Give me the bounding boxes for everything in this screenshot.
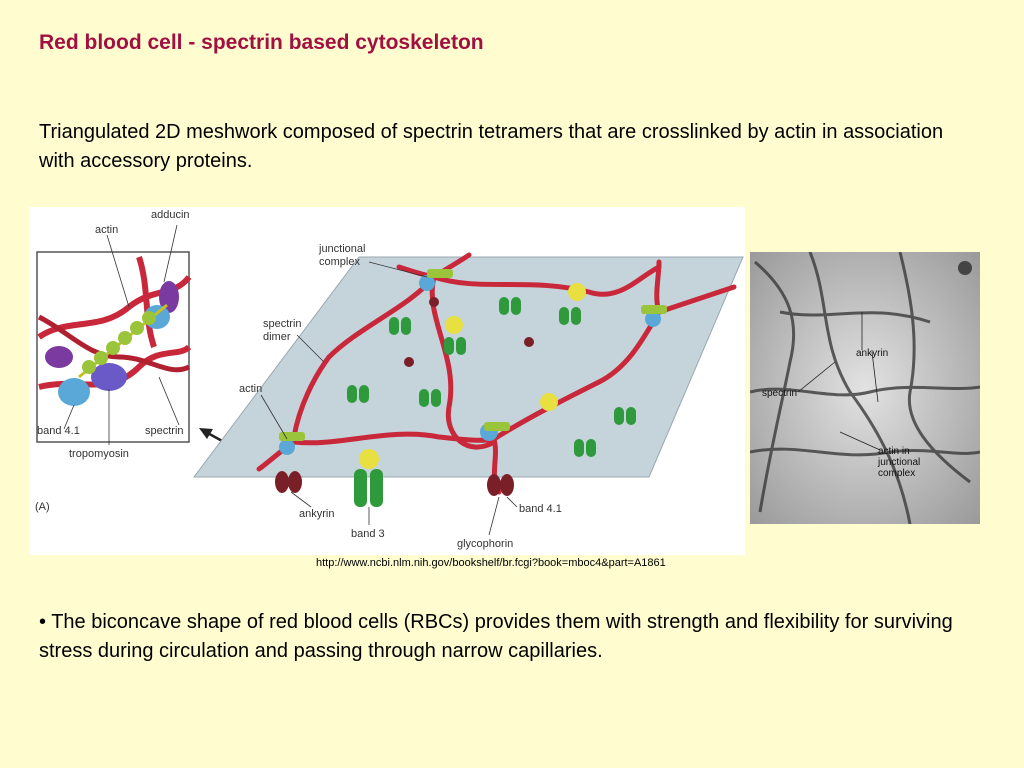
slide-title: Red blood cell - spectrin based cytoskel… [39, 31, 484, 54]
inset-adducin [159, 281, 179, 313]
accessory-proteins [359, 283, 586, 469]
label-adducin: adducin [151, 209, 190, 221]
inset-band41 [58, 378, 90, 406]
bullet-point: • The biconcave shape of red blood cells… [39, 611, 953, 662]
micro-label-actin-3: complex [878, 468, 915, 479]
inset-adducin [45, 346, 73, 368]
micro-label-actin-2: junctional [877, 457, 920, 468]
membrane-plane [193, 256, 744, 478]
junctional-complex-top [419, 269, 453, 291]
electron-micrograph: ankyrin spectrin actin in junctional com… [749, 251, 981, 525]
label-actin-main: actin [239, 383, 262, 395]
zoom-arrow-head [199, 428, 213, 439]
spectrin-meshwork-figure: adducin actin band 4.1 spectrin tropomyo… [29, 207, 745, 555]
micro-label-ankyrin: ankyrin [856, 348, 888, 359]
micrograph-filaments [749, 251, 981, 525]
label-junctional-2: complex [319, 256, 360, 268]
inset-band41 [91, 363, 127, 391]
inset-spectrin-strand [136, 256, 157, 348]
source-url[interactable]: http://www.ncbi.nlm.nih.gov/bookshelf/br… [316, 557, 666, 569]
panel-label-a: (A) [35, 501, 50, 513]
junctional-complex-right [641, 305, 667, 327]
micro-label-actin-1: actin in [878, 446, 910, 457]
label-tropomyosin: tropomyosin [69, 448, 129, 460]
label-band41-main: band 4.1 [519, 503, 562, 515]
inset-actin-filament [78, 303, 168, 379]
micro-label-spectrin: spectrin [762, 388, 797, 399]
label-junctional-1: junctional [318, 243, 365, 255]
label-band41-inset: band 4.1 [37, 425, 80, 437]
label-spectrin-inset: spectrin [145, 425, 184, 437]
spectrin-meshwork-diagram: adducin actin band 4.1 spectrin tropomyo… [35, 209, 744, 550]
micrograph-image: ankyrin spectrin actin in junctional com… [749, 251, 981, 525]
label-glycophorin: glycophorin [457, 538, 513, 550]
junctional-complex-left [279, 432, 305, 455]
inset-spectrin-strand [37, 314, 191, 373]
junctional-complex-bottom [480, 422, 510, 441]
ankyrin-proteins [275, 297, 534, 496]
label-actin-inset: actin [95, 224, 118, 236]
label-spectrin-dimer-1: spectrin [263, 318, 302, 330]
label-spectrin-dimer-2: dimer [263, 331, 291, 343]
spectrin-network [256, 252, 737, 495]
label-ankyrin-main: ankyrin [299, 508, 334, 520]
band3-proteins [347, 297, 636, 507]
label-band3: band 3 [351, 528, 385, 540]
micrograph-particle [958, 261, 972, 275]
intro-paragraph: Triangulated 2D meshwork composed of spe… [39, 121, 944, 172]
